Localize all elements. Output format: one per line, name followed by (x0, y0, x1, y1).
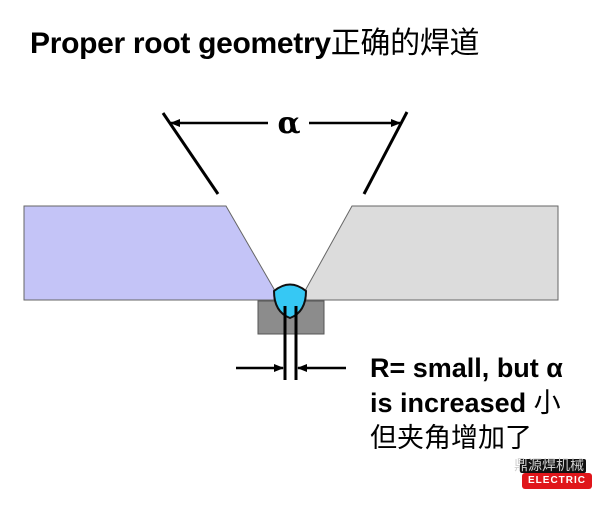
note-line-1: R= small, but α (370, 353, 563, 383)
watermark-logo: ELECTRIC (522, 473, 592, 489)
left-plate (23, 205, 275, 301)
note-line-2: is increased 小 (370, 386, 563, 421)
page-title: Proper root geometry正确的焊道 (30, 18, 480, 62)
note-line-3: 但夹角增加了 (370, 423, 532, 454)
watermark-text: 鼎源焊机械 (514, 458, 584, 474)
note-line-2-en: is increased (370, 388, 534, 418)
angle-extension-left (161, 112, 220, 195)
right-plate (305, 205, 559, 301)
title-english: Proper root geometry (30, 27, 331, 60)
note-line-2-cn: 小 (533, 388, 561, 419)
watermark-logo-band (520, 459, 586, 473)
watermark: 鼎源焊机械 ELECTRIC (500, 455, 604, 495)
angle-extension-right (362, 111, 409, 195)
weld-bead (272, 283, 308, 320)
explanation-note: R= small, but α is increased 小 但夹角增加了 (370, 351, 563, 456)
title-chinese: 正确的焊道 (330, 26, 480, 61)
angle-alpha-label: α (277, 106, 300, 141)
